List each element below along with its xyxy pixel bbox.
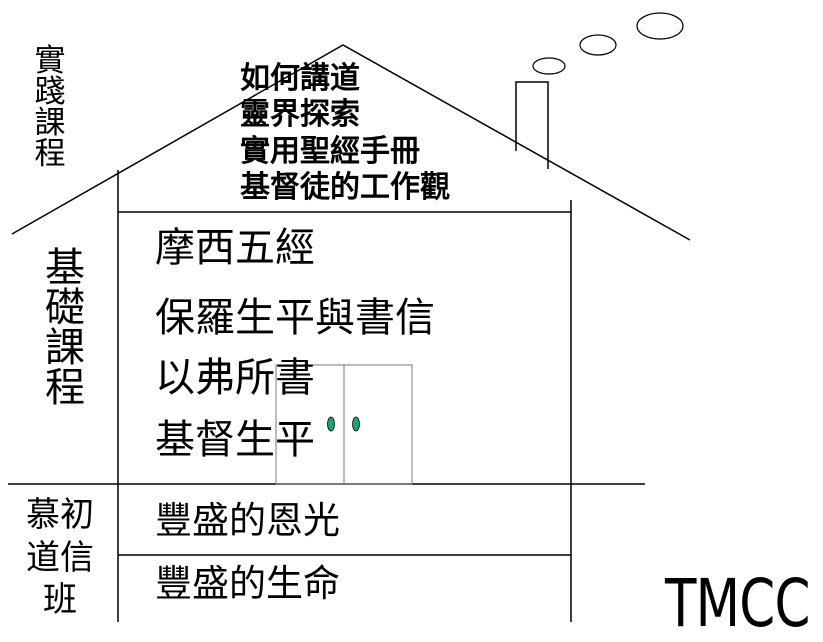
label-char: 課 [45,325,85,371]
smoke-puff-small [532,57,566,75]
chimney [515,81,549,169]
label-line: 慕初 [26,495,94,535]
brand-logo-text: TMCC [665,565,810,642]
course-item: 豐盛的生命 [155,562,340,605]
label-char: 基 [45,245,85,291]
label-line: 班 [43,580,77,620]
door-knob-right [352,416,360,432]
course-item: 實用聖經手冊 [240,134,420,169]
smoke-puff-medium [579,34,617,56]
course-item: 基督生平 [155,417,315,463]
course-item: 靈界探索 [240,97,360,132]
course-item: 豐盛的恩光 [155,499,340,542]
label-char: 實 [34,43,66,79]
course-item: 如何講道 [240,61,360,96]
course-item: 摩西五經 [155,225,315,271]
label-char: 程 [45,365,85,411]
smoke-puff-large [636,12,684,40]
course-item: 保羅生平與書信 [155,295,435,341]
label-char: 礎 [45,285,85,331]
foundation-section-label: 基 礎 課 程 [40,248,90,408]
label-char: 踐 [34,74,66,110]
label-char: 課 [34,105,66,141]
course-item: 以弗所書 [155,355,315,401]
advanced-section-label: 實 踐 課 程 [26,46,74,170]
label-line: 道信 [26,537,94,578]
label-char: 程 [34,136,66,172]
roof-line [11,44,691,241]
intro-section-label: 慕初 道信 班 [20,494,100,622]
course-item: 基督徒的工作觀 [240,170,450,205]
door-knob-left [327,416,335,432]
